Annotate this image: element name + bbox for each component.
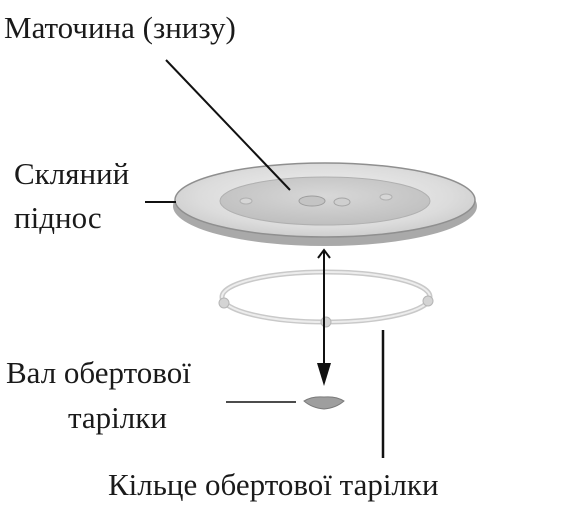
hub-center <box>298 195 326 207</box>
glass-tray <box>173 162 477 246</box>
shaft-label-line1: Вал обертової <box>6 355 191 390</box>
glass-tray-label-line2: піднос <box>14 200 102 235</box>
roller-wheel <box>218 297 230 309</box>
hub-bump <box>379 193 393 201</box>
shaft-label-line2: тарілки <box>68 400 167 435</box>
glass-tray-label-line1: Скляний <box>14 156 130 191</box>
leader-lines <box>145 59 385 458</box>
hub-leader-line <box>165 59 291 191</box>
ring-label: Кільце обертової тарілки <box>108 467 439 502</box>
roller-wheel <box>320 316 332 328</box>
arrow-top-tip <box>317 248 331 259</box>
roller-ring <box>218 269 434 328</box>
arrow-head-icon <box>317 363 331 386</box>
hub-bump <box>333 197 351 207</box>
assembly-arrow <box>317 248 331 386</box>
hub-bump <box>239 197 253 205</box>
hub-label: Маточина (знизу) <box>4 10 236 45</box>
turntable-shaft <box>303 396 345 410</box>
roller-wheel <box>422 295 434 307</box>
